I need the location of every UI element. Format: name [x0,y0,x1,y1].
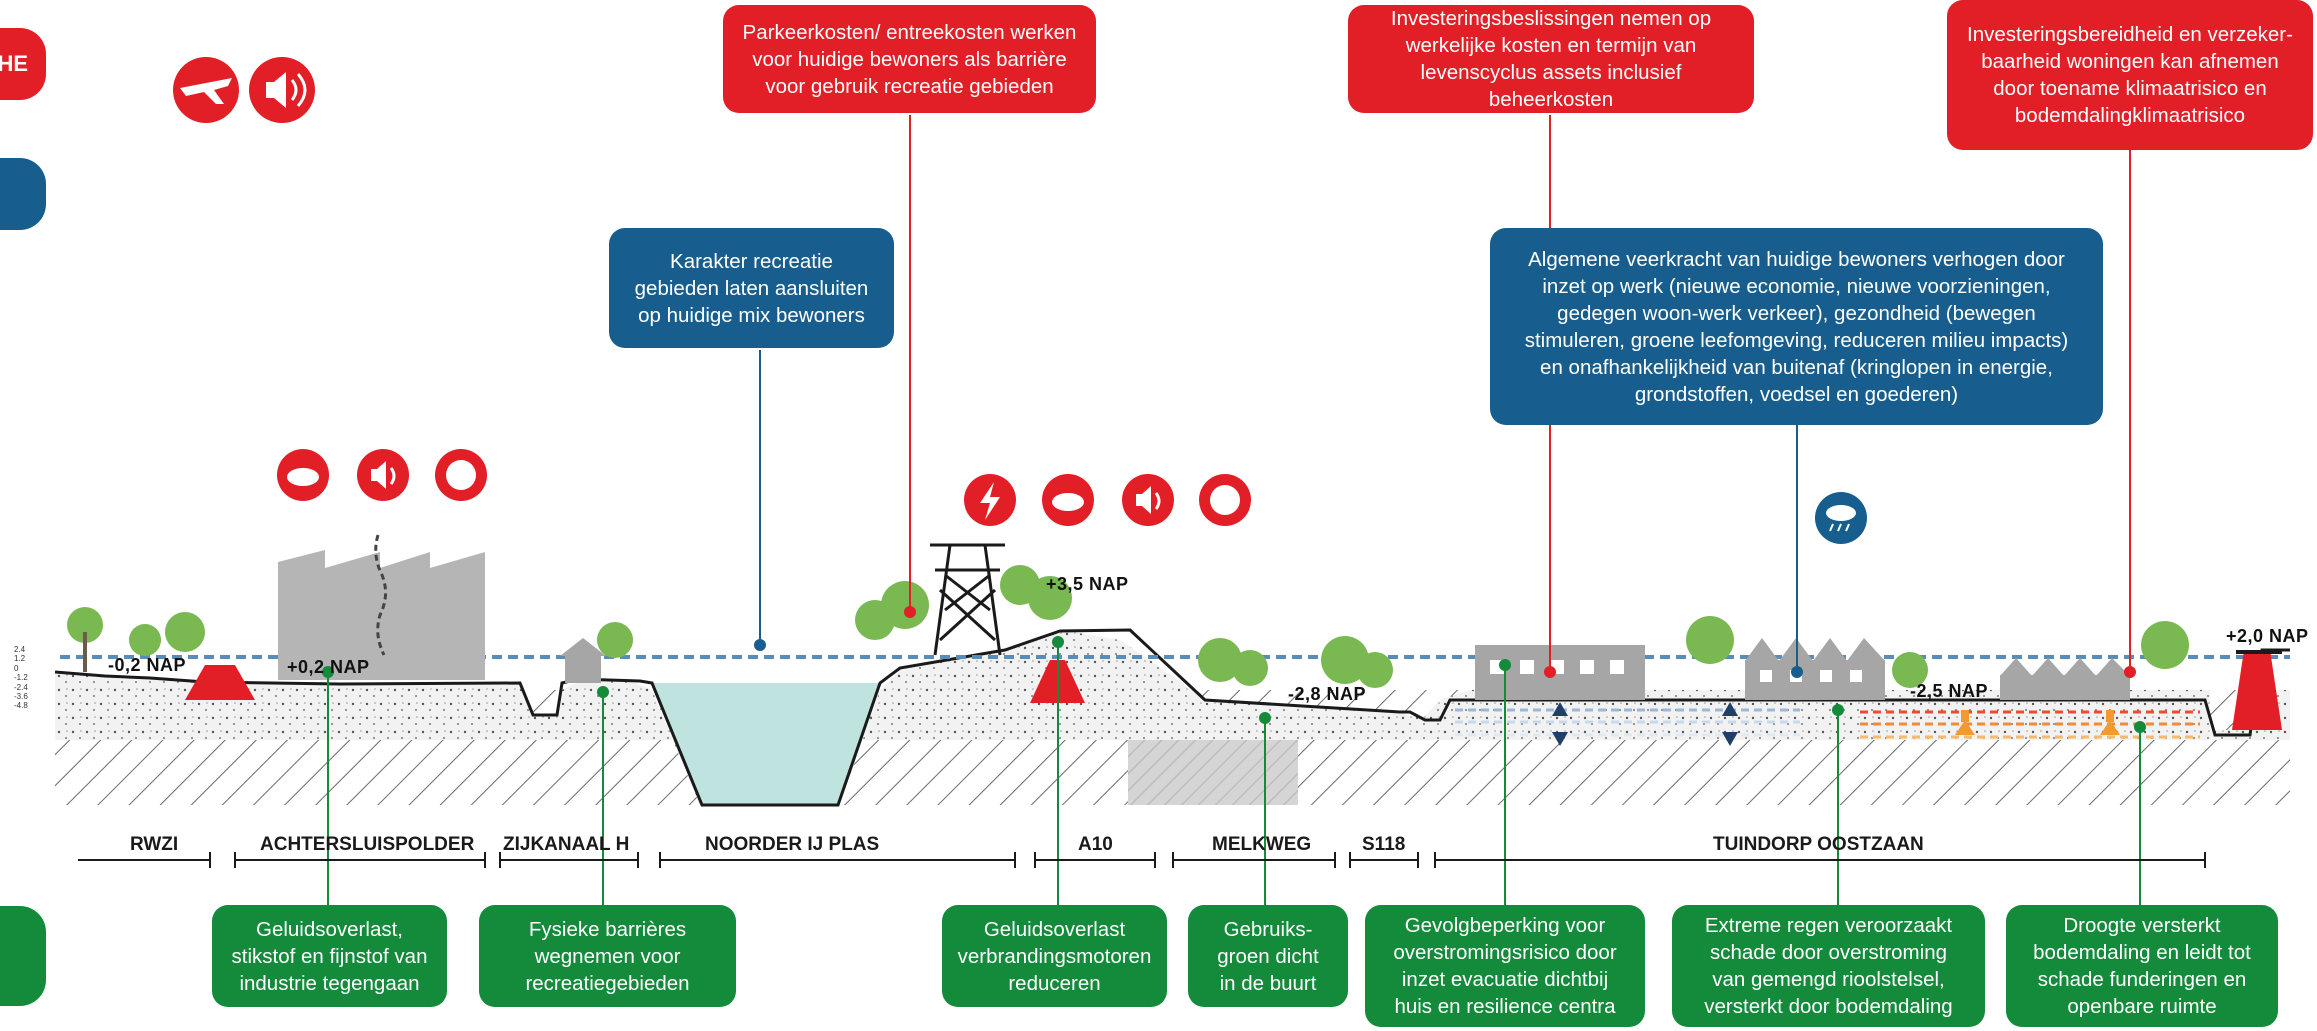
lightning-icon [964,474,1016,526]
connector-dots [322,606,2146,733]
rain-cloud-icon [1815,492,1867,544]
section-label-melkweg: MELKWEG [1212,834,1312,855]
power-pylon [930,543,1005,656]
foundation-block [1128,740,1298,805]
section-label-a10: A10 [1078,834,1113,855]
nap-label-achtersluis: +0,2 NAP [287,657,370,677]
drought-band [1860,710,2200,739]
section-scale-bars [78,852,2206,868]
side-tab-top: HE [0,28,46,100]
topsoil [55,630,2290,805]
sound-icon [357,449,1174,526]
box-physical-barriers: Fysieke barrières wegnemen voor recreati… [479,905,736,1007]
nap-label-a10: +3,5 NAP [1046,574,1129,594]
trees [67,565,2189,688]
side-tab-middle [0,158,46,230]
section-label-noorder-ij-plas: NOORDER IJ PLAS [705,834,880,855]
section-label-s118: S118 [1362,834,1406,855]
box-investment-decisions: Investeringsbeslissingen nemen op werkel… [1348,5,1754,113]
particulate-icon [435,449,1251,526]
nap-label-tuindorp: -2,5 NAP [1910,681,1989,701]
box-general-resilience: Algemene veerkracht van huidige bewoners… [1490,228,2103,425]
box-extreme-rain: Extreme regen veroorzaakt schade door ov… [1672,905,1985,1027]
section-label-zijkanaal-h: ZIJKANAAL H [503,834,630,855]
water-plas [652,683,880,805]
box-noise-industry: Geluidsoverlast, stikstof en fijnstof va… [212,905,447,1007]
box-recreation-character: Karakter recreatie gebieden laten aanslu… [609,228,894,348]
box-insurability: Investeringsbereidheid en verzeker- baar… [1947,0,2313,150]
side-tab-bottom [0,906,46,1006]
section-label-achtersluispolder: ACHTERSLUISPOLDER [260,834,475,855]
box-parking-costs: Parkeerkosten/ entreekosten werken voor … [723,5,1096,113]
connector-lines [327,115,2141,905]
red-berm-rwzi [185,665,255,700]
red-dike-right [2232,650,2282,730]
box-usable-green: Gebruiks- groen dicht in de buurt [1188,905,1348,1007]
nap-label-rwzi: -0,2 NAP [108,655,187,675]
flood-band [1455,708,1800,737]
box-flood-consequence: Gevolgbeperking voor overstromingsrisico… [1365,905,1645,1027]
subsidence-arrows [1552,702,1738,746]
nap-label-dike: +2,0 NAP [2226,626,2309,646]
nap-label-melkweg: -2,8 NAP [1288,684,1367,704]
box-noise-engines: Geluidsoverlast verbrandingsmotoren redu… [942,905,1167,1007]
airplane-noise-icon [173,57,239,123]
elevation-ticks: 2.4 1.2 0 -1.2 -2.4 -3.6 -4.8 [14,645,28,711]
no2-cloud-icon [277,449,1094,526]
section-label-tuindorp-oostzaan: TUINDORP OOSTZAAN [1713,834,1924,855]
section-label-rwzi: RWZI [130,834,179,855]
box-drought: Droogte versterkt bodemdaling en leidt t… [2006,905,2278,1027]
sound-icon [249,57,315,123]
